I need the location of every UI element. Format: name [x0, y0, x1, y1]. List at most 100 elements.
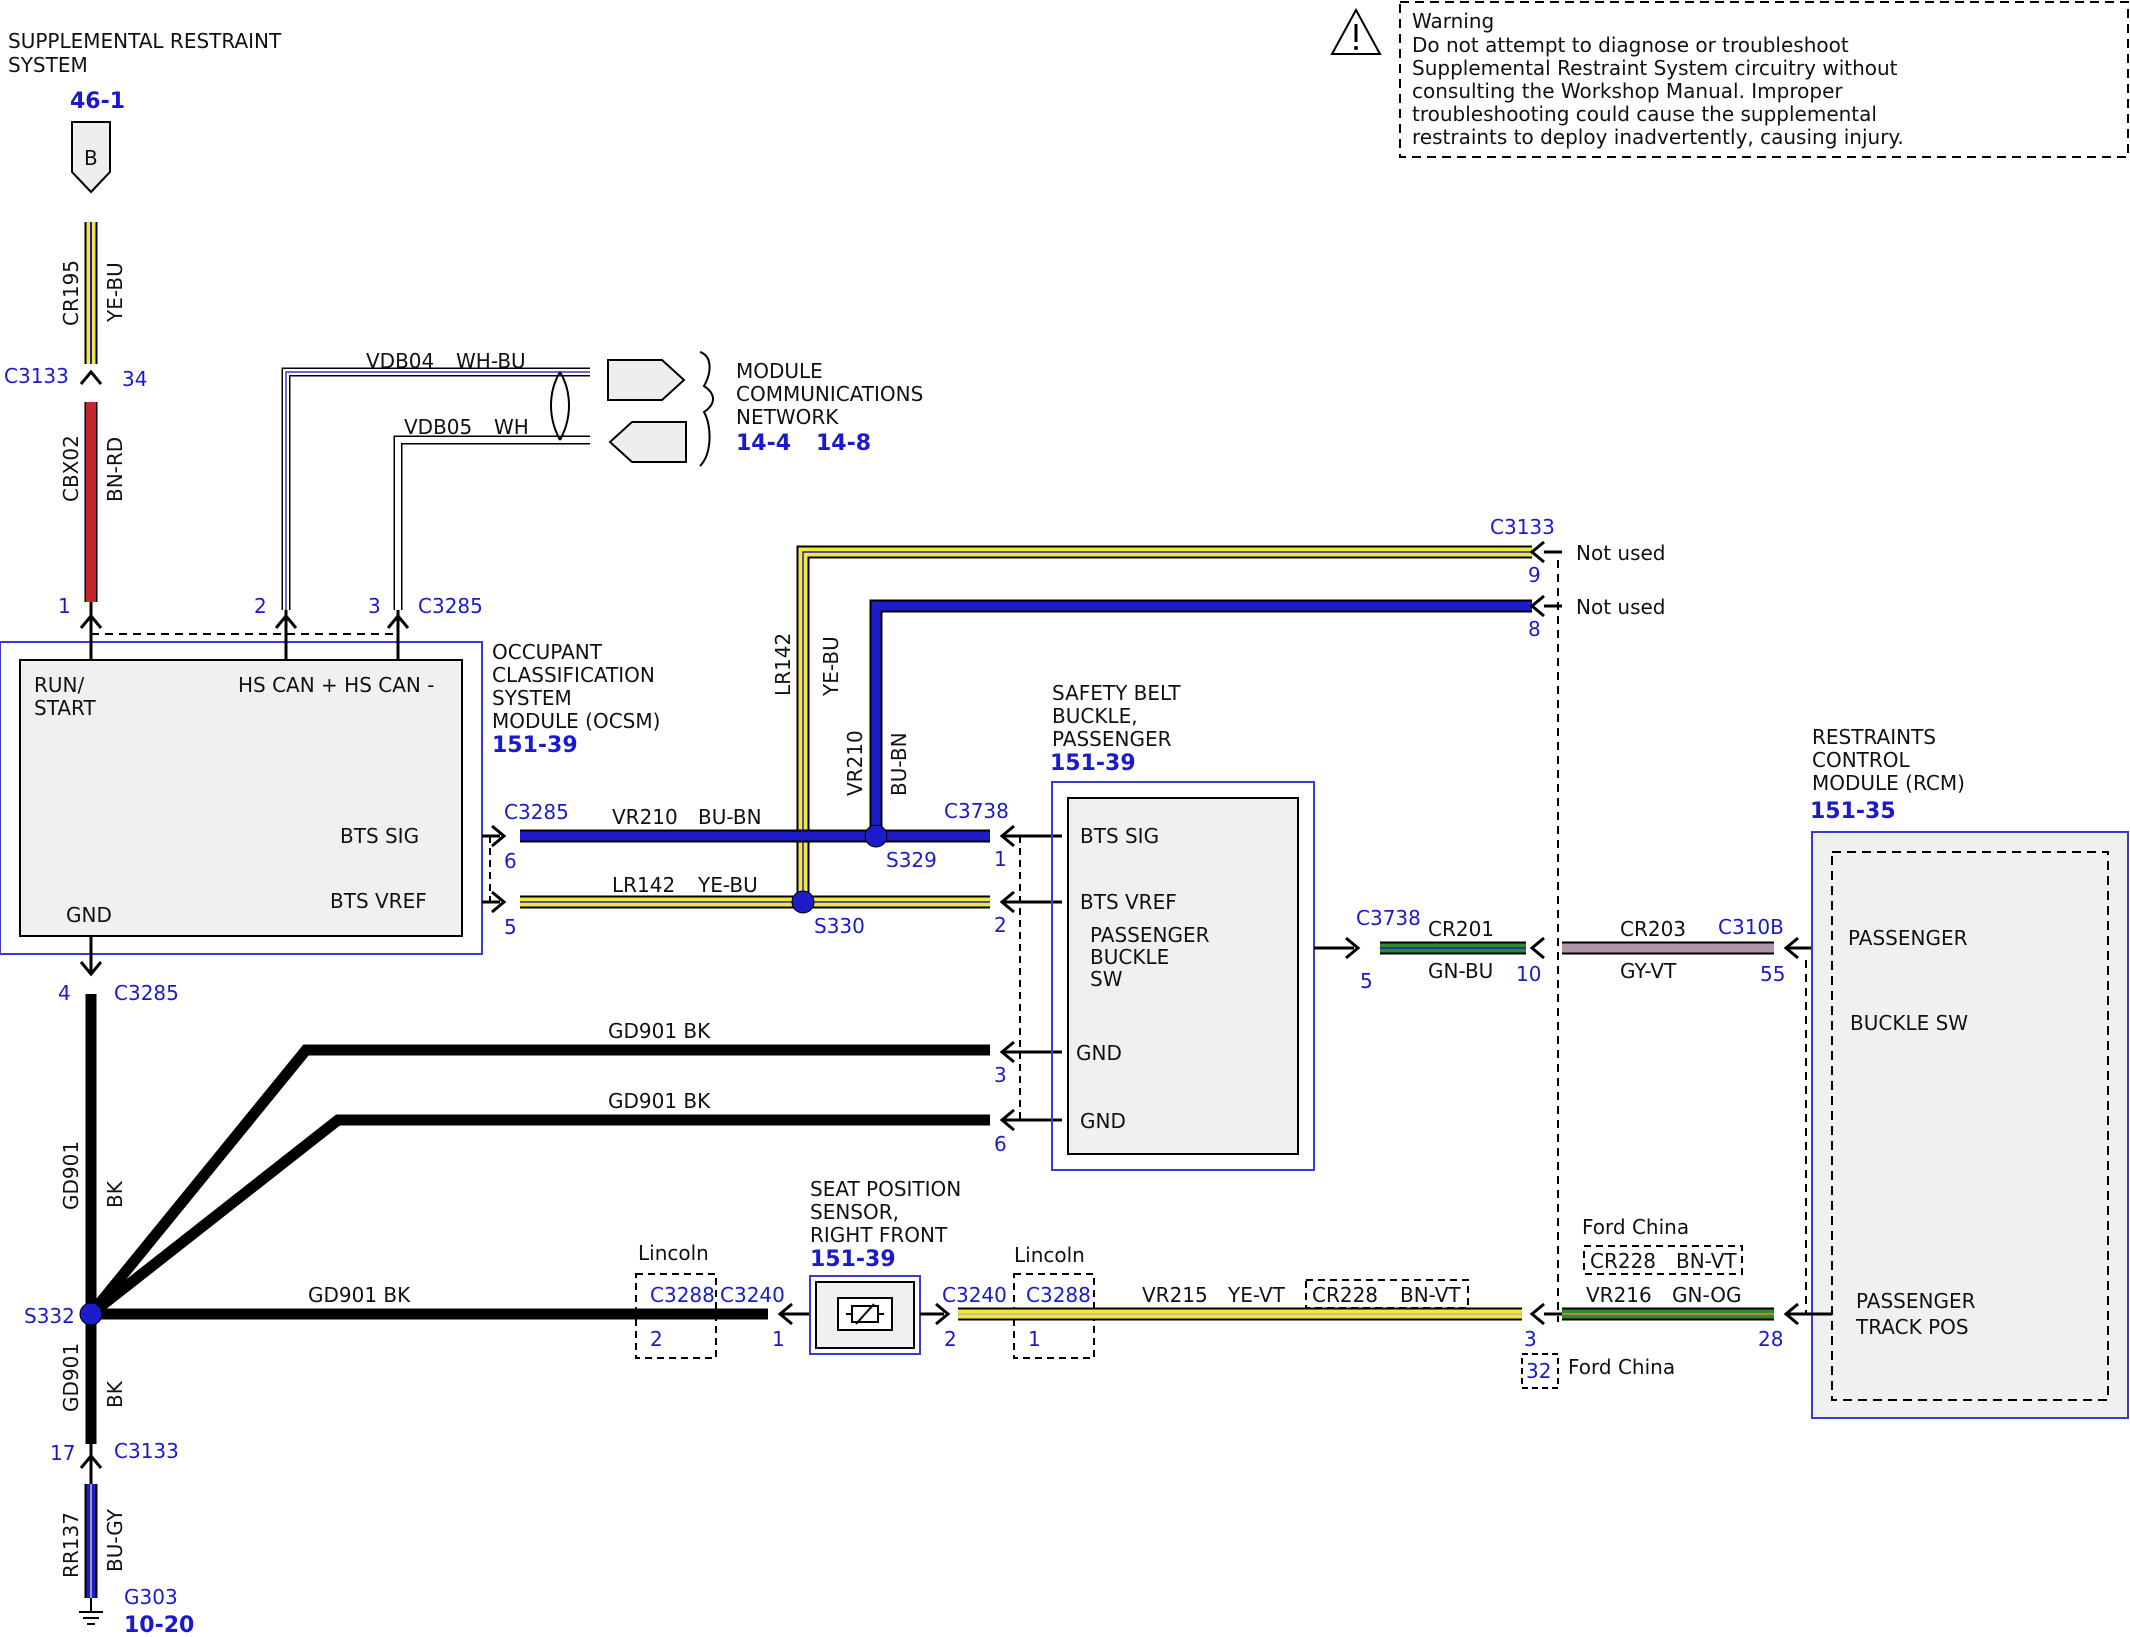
wire-color: BU-BN — [698, 805, 762, 829]
mcn-title: MODULE — [736, 359, 823, 383]
ocsm-pin-label: GND — [66, 903, 112, 927]
splice-label[interactable]: S329 — [886, 848, 937, 872]
mcn-title: NETWORK — [736, 405, 839, 429]
seat-sensor-reference[interactable]: 151-39 — [810, 1247, 896, 1272]
wire-id: RR137 — [59, 1512, 83, 1578]
splice-s330 — [791, 890, 815, 914]
ford-china-note: Ford China — [1568, 1355, 1675, 1379]
splice-label[interactable]: S330 — [814, 914, 865, 938]
sensor-symbol-icon — [837, 1297, 893, 1331]
wire-id: VR210 — [612, 805, 678, 829]
mcn-brace — [699, 351, 714, 467]
connector-c3240[interactable]: C3240 — [720, 1283, 785, 1307]
pin-number: 1 — [1028, 1327, 1041, 1351]
ocsm-module[interactable] — [0, 641, 483, 955]
pin-number: 55 — [1760, 962, 1785, 986]
wire-label: GD901 BK — [308, 1283, 411, 1307]
wire-id: CR228 — [1312, 1283, 1378, 1307]
connector-c3738[interactable]: C3738 — [1356, 906, 1421, 930]
rcm-pin-label: TRACK POS — [1855, 1315, 1969, 1339]
connector-c3285[interactable]: C3285 — [504, 800, 569, 824]
wire-gd901-branch-1 — [86, 1044, 990, 1318]
wire-color: GN-BU — [1428, 959, 1493, 983]
wire-id: LR142 — [612, 873, 675, 897]
mcn-connector-2 — [608, 421, 687, 463]
connector-c3133[interactable]: C3133 — [1490, 515, 1555, 539]
wire-id: CBX02 — [59, 435, 83, 502]
connector-c3285[interactable]: C3285 — [418, 594, 483, 618]
pin-number: 2 — [944, 1327, 957, 1351]
warning-line: Supplemental Restraint System circuitry … — [1412, 56, 1898, 80]
pin-number: 28 — [1758, 1327, 1783, 1351]
ground-id[interactable]: G303 — [124, 1585, 178, 1609]
connector-arrow — [935, 1302, 951, 1326]
mcn-connector-1 — [607, 359, 686, 401]
rcm-pin-label: PASSENGER — [1848, 926, 1968, 950]
pin-number: 3 — [1524, 1327, 1537, 1351]
connector-arrow — [79, 961, 103, 977]
connector-arrow — [491, 824, 507, 848]
ocsm-pin-label: HS CAN + HS CAN - — [238, 673, 434, 697]
wire-color: YE-BU — [819, 636, 843, 697]
connector-c310b[interactable]: C310B — [1718, 915, 1784, 939]
connector-c3285[interactable]: C3285 — [114, 981, 179, 1005]
connector-c3738[interactable]: C3738 — [944, 799, 1009, 823]
mcn-reference[interactable]: 14-4 — [736, 431, 791, 456]
connector-c3240[interactable]: C3240 — [942, 1283, 1007, 1307]
wire-color: BN-VT — [1676, 1249, 1737, 1273]
wire-id: LR142 — [771, 633, 795, 696]
belt-buckle-pin-label: GND — [1076, 1041, 1122, 1065]
wire-id: VR210 — [843, 730, 867, 796]
connector-c3288[interactable]: C3288 — [650, 1283, 715, 1307]
srs-title: SUPPLEMENTAL RESTRAINT — [8, 29, 282, 53]
wire-id: GD901 — [59, 1141, 83, 1210]
belt-buckle-reference[interactable]: 151-39 — [1050, 751, 1136, 776]
pin-number: 2 — [254, 594, 267, 618]
rcm-module[interactable] — [1811, 831, 2129, 1419]
wire-id: VDB04 — [366, 349, 434, 373]
ground-reference[interactable]: 10-20 — [124, 1613, 194, 1637]
warning-line: troubleshooting could cause the suppleme… — [1412, 102, 1877, 126]
pin-number: 6 — [994, 1132, 1007, 1156]
pin-number: 34 — [122, 367, 147, 391]
rcm-reference[interactable]: 151-35 — [1810, 799, 1896, 824]
connector-c3133[interactable]: C3133 — [4, 364, 69, 388]
wire-color: BK — [103, 1180, 127, 1208]
seat-sensor-title: SENSOR, — [810, 1200, 899, 1224]
pin-number: 10 — [1516, 962, 1541, 986]
ocsm-title: CLASSIFICATION — [492, 663, 655, 687]
wire-id: CR203 — [1620, 917, 1686, 941]
pin-number: 5 — [1360, 969, 1373, 993]
pin-number: 6 — [504, 849, 517, 873]
wire-gd901-branch-2 — [87, 1114, 990, 1319]
warning-title: Warning — [1412, 9, 1494, 33]
rcm-title: MODULE (RCM) — [1812, 771, 1965, 795]
pin-number: 1 — [994, 847, 1007, 871]
splice-label[interactable]: S332 — [24, 1304, 75, 1328]
belt-buckle-module[interactable] — [1051, 781, 1315, 1171]
splice-s332 — [79, 1302, 103, 1326]
connector-arrow — [1529, 936, 1545, 960]
ocsm-title: OCCUPANT — [492, 640, 603, 664]
wire-color: GY-VT — [1620, 959, 1677, 983]
connector-c3133[interactable]: C3133 — [114, 1439, 179, 1463]
twisted-pair-icon — [550, 371, 570, 441]
not-used-note: Not used — [1576, 595, 1666, 619]
ocsm-pin-label: BTS VREF — [330, 889, 427, 913]
wire-color: BU-BN — [887, 732, 911, 796]
ocsm-reference[interactable]: 151-39 — [492, 733, 578, 758]
wire-id: CR195 — [59, 260, 83, 326]
srs-reference[interactable]: 46-1 — [70, 89, 125, 114]
wire-id: VDB05 — [404, 415, 472, 439]
warning-line: restraints to deploy inadvertently, caus… — [1412, 125, 1904, 149]
ocsm-title: MODULE (OCSM) — [492, 709, 660, 733]
lincoln-c3288-left — [635, 1273, 717, 1359]
connector-c3288[interactable]: C3288 — [1026, 1283, 1091, 1307]
ford-china-wire-label — [1305, 1279, 1469, 1309]
pin-number: 1 — [772, 1327, 785, 1351]
pin-number: 17 — [50, 1441, 75, 1465]
connector-arrow — [1529, 594, 1545, 618]
mcn-reference[interactable]: 14-8 — [816, 431, 871, 456]
wire-id: CR228 — [1590, 1249, 1656, 1273]
